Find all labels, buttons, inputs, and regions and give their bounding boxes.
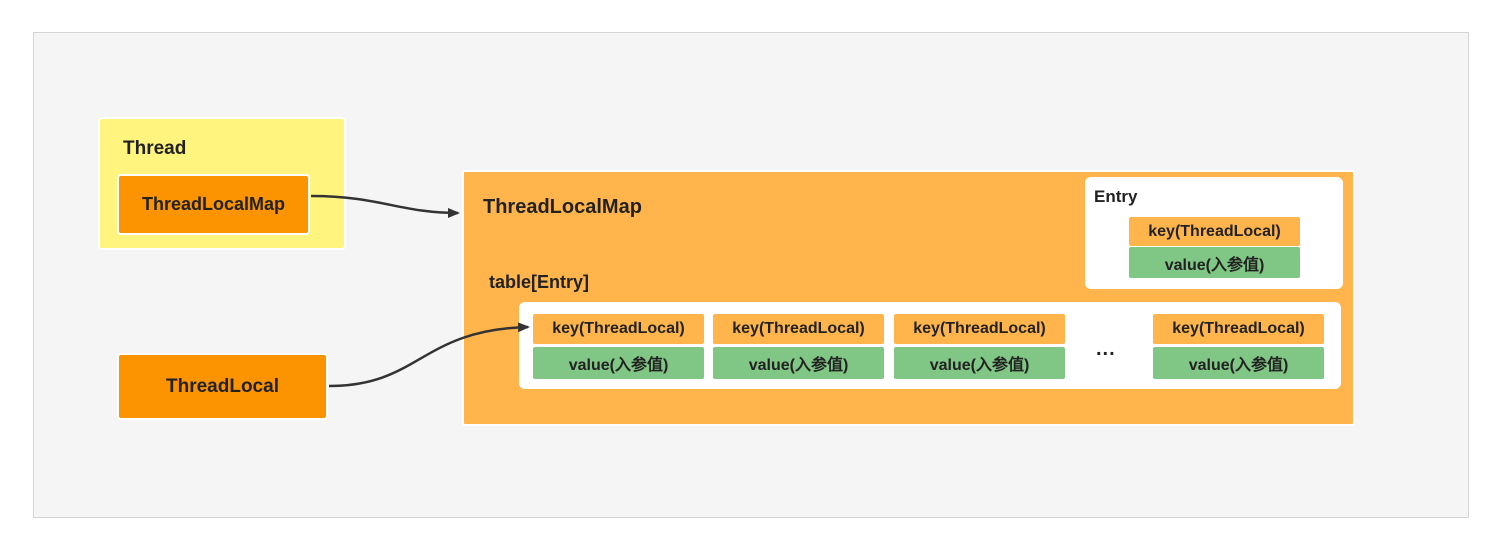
table-ellipsis: ...: [1096, 338, 1116, 360]
table-entry-3-key: key(ThreadLocal): [894, 314, 1065, 344]
table-entry-1-value-label: value(入参值): [568, 357, 669, 374]
table-entry-1-value: value(入参值): [533, 347, 704, 379]
entry-legend-key: key(ThreadLocal): [1129, 217, 1300, 246]
table-entry-2-value-label: value(入参值): [748, 357, 849, 374]
threadlocalmap-title: ThreadLocalMap: [483, 196, 642, 218]
table-entry-n-value-label: value(入参值): [1188, 357, 1289, 374]
table-entry-n-value: value(入参值): [1153, 347, 1324, 379]
table-entry-3-key-label: key(ThreadLocal): [913, 320, 1046, 337]
table-entry-n-key-label: key(ThreadLocal): [1172, 320, 1305, 337]
entry-legend-key-label: key(ThreadLocal): [1148, 222, 1281, 240]
table-entry-3-value-label: value(入参值): [929, 357, 1030, 374]
thread-threadlocalmap-box: ThreadLocalMap: [117, 174, 310, 235]
table-entry-n-key: key(ThreadLocal): [1153, 314, 1324, 344]
thread-threadlocalmap-label: ThreadLocalMap: [141, 194, 286, 214]
threadlocal-box: ThreadLocal: [117, 353, 328, 420]
table-entry-2-value: value(入参值): [713, 347, 884, 379]
table-entry-2-key: key(ThreadLocal): [713, 314, 884, 344]
entry-legend-value-label: value(入参值): [1164, 256, 1265, 274]
table-label: table[Entry]: [489, 272, 590, 292]
threadlocal-label: ThreadLocal: [166, 375, 279, 397]
arrow-threadlocal-to-table: [328, 322, 530, 388]
entry-legend-value: value(入参值): [1129, 247, 1300, 278]
thread-title: Thread: [123, 138, 187, 159]
table-entry-3-value: value(入参值): [894, 347, 1065, 379]
table-entry-1-key: key(ThreadLocal): [533, 314, 704, 344]
table-entry-1-key-label: key(ThreadLocal): [552, 320, 685, 337]
table-entry-2-key-label: key(ThreadLocal): [732, 320, 865, 337]
arrow-thread-to-map: [310, 194, 460, 218]
entry-legend-title: Entry: [1094, 187, 1138, 206]
